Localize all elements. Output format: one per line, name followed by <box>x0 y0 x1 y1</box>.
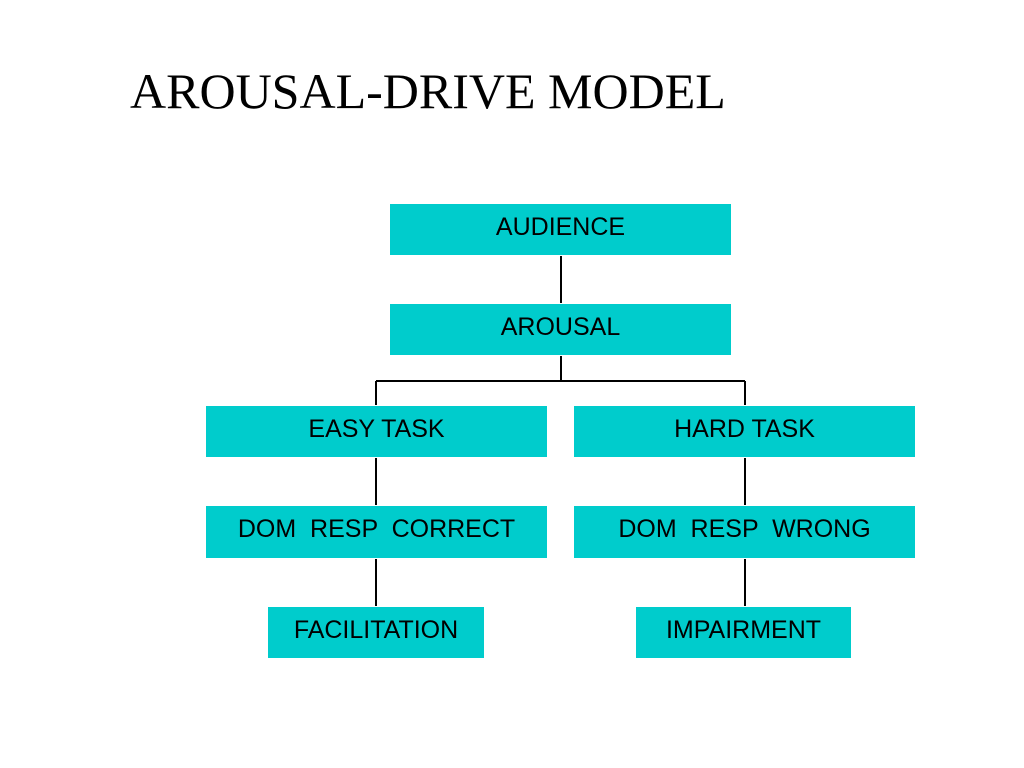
node-facilitation: FACILITATION <box>268 607 484 658</box>
node-audience: AUDIENCE <box>390 204 731 255</box>
node-arousal: AROUSAL <box>390 304 731 355</box>
node-hard-task: HARD TASK <box>574 406 915 457</box>
node-dom-resp-wrong: DOM RESP WRONG <box>574 506 915 558</box>
node-impairment: IMPAIRMENT <box>636 607 851 658</box>
slide-title: AROUSAL-DRIVE MODEL <box>130 63 726 119</box>
node-dom-resp-correct: DOM RESP CORRECT <box>206 506 547 558</box>
node-easy-task: EASY TASK <box>206 406 547 457</box>
